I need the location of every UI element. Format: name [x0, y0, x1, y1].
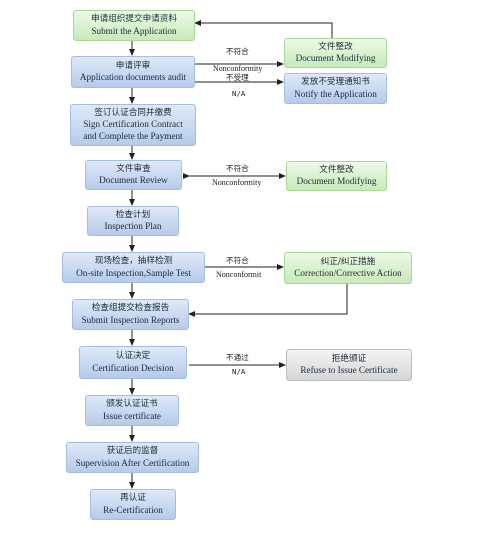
side-document-modifying-1: 文件整改 Document Modifying — [284, 38, 387, 68]
side-document-modifying-2: 文件整改 Document Modifying — [286, 161, 387, 191]
step-contract-zh: 签订认证合同并缴费 — [94, 107, 172, 118]
step-certification-decision: 认证决定 Certification Decision — [79, 346, 187, 379]
side-refuse-certificate: 拒绝颁证 Refuse to Issue Certificate — [286, 349, 412, 381]
step-audit-en: Application documents audit — [79, 72, 187, 82]
side-refuse-zh: 拒绝颁证 — [331, 353, 367, 364]
label-nonconformity-2-zh: 不符合 — [226, 164, 249, 173]
step-report-zh: 检查组提交检查报告 — [91, 303, 170, 313]
step-decision-zh: 认证决定 — [115, 351, 151, 361]
step-plan-zh: 检查计划 — [115, 209, 151, 220]
label-fail-zh: 不通过 — [226, 353, 249, 362]
step-review-zh: 文件审查 — [116, 163, 151, 174]
side-notify-application: 发放不受理通知书 Notify the Application — [284, 73, 387, 104]
step-submit-application: 申请组织提交申请资料 Submit the Application — [73, 10, 195, 41]
step-contract-en-1: Sign Certification Contract — [83, 119, 183, 130]
label-reject-zh: 不受理 — [226, 73, 249, 82]
step-inspection-report: 检查组提交检查报告 Submit Inspection Reports — [72, 299, 189, 330]
label-nonconformity-3-en: Nonconformit — [216, 270, 262, 279]
side-correct-en: Correction/Corrective Action — [294, 268, 402, 278]
side-notify-en: Notify the Application — [294, 88, 377, 99]
step-supervision-en: Supervision After Certification — [75, 457, 190, 468]
step-decision-en: Certification Decision — [92, 362, 174, 373]
step-sign-contract: 签订认证合同并缴费 Sign Certification Contract an… — [70, 104, 196, 146]
label-nonconformity-1-en: Nonconformity — [213, 64, 263, 73]
step-report-en: Submit Inspection Reports — [81, 314, 180, 325]
step-issue-certificate: 颁发认证证书 Issue certificate — [85, 395, 179, 426]
step-review-en: Document Review — [99, 175, 168, 185]
step-onsite-en: On-site Inspection,Sample Test — [76, 267, 191, 278]
step-submit-en: Submit the Application — [91, 25, 177, 36]
step-inspection-plan: 检查计划 Inspection Plan — [87, 206, 179, 236]
side-modify2-en: Document Modifying — [296, 176, 377, 186]
arrow-correct-report — [188, 284, 348, 317]
step-plan-en: Inspection Plan — [104, 221, 162, 231]
side-notify-zh: 发放不受理通知书 — [301, 77, 370, 87]
step-submit-zh: 申请组织提交申请资料 — [91, 14, 177, 24]
step-re-certification: 再认证 Re-Certification — [90, 489, 176, 520]
side-correct-zh: 纠正/纠正措施 — [320, 256, 376, 267]
label-nonconformity-3-zh: 不符合 — [226, 256, 249, 265]
side-modify2-zh: 文件整改 — [319, 164, 354, 175]
step-supervision: 获证后的监督 Supervision After Certification — [66, 442, 199, 473]
side-corrective-action: 纠正/纠正措施 Correction/Corrective Action — [284, 252, 412, 284]
step-recert-zh: 再认证 — [120, 493, 146, 503]
label-reject-na: N/A — [232, 89, 246, 98]
label-fail-na: N/A — [232, 367, 246, 376]
step-issue-en: Issue certificate — [103, 410, 161, 421]
step-recert-en: Re-Certification — [103, 504, 163, 515]
step-document-review: 文件审查 Document Review — [85, 160, 182, 190]
step-application-audit: 申请评审 Application documents audit — [71, 56, 195, 88]
side-modify1-en: Document Modifying — [295, 53, 376, 63]
step-issue-zh: 颁发认证证书 — [106, 399, 158, 409]
side-modify1-zh: 文件整改 — [318, 41, 353, 52]
label-nonconformity-1-zh: 不符合 — [226, 47, 249, 56]
step-contract-en-2: and Complete the Payment — [83, 130, 183, 141]
label-nonconformity-2-en: Nonconformity — [212, 178, 262, 187]
side-refuse-en: Refuse to Issue Certificate — [300, 365, 398, 375]
step-onsite-inspection: 现场检查，抽样检测 On-site Inspection,Sample Test — [62, 252, 205, 283]
step-supervision-zh: 获证后的监督 — [106, 446, 159, 456]
step-onsite-zh: 现场检查，抽样检测 — [94, 256, 173, 266]
arrow-modify1-submit — [194, 20, 333, 38]
step-audit-zh: 申请评审 — [115, 60, 151, 71]
